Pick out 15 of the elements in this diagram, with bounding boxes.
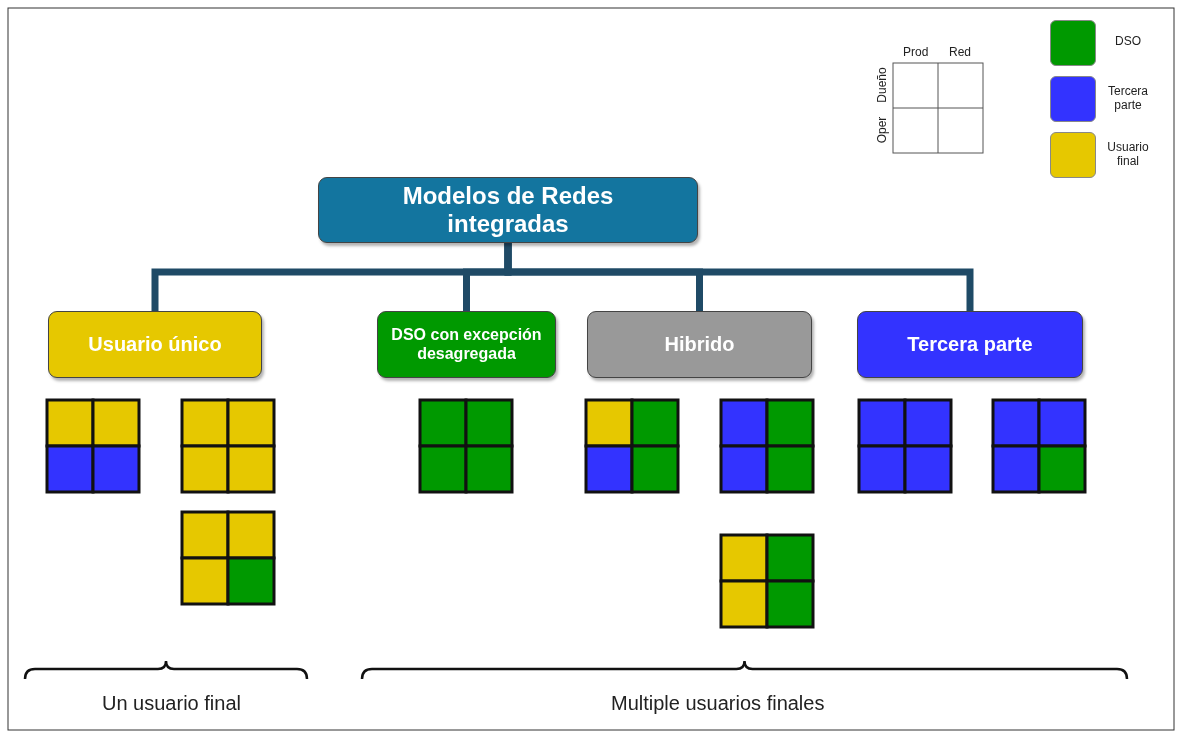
group-caption: Un usuario final	[102, 692, 241, 715]
axis-label: Oper	[875, 116, 889, 144]
legend-text: Tercera parte	[1107, 84, 1149, 112]
legend-text: DSO	[1114, 34, 1142, 48]
axis-label: Dueño	[875, 67, 889, 103]
category-box: Hibrido	[587, 311, 812, 378]
connector-line	[504, 243, 974, 311]
category-box: Tercera parte	[857, 311, 1083, 378]
category-box: Modelos de Redes integradas	[318, 177, 698, 243]
category-box: Usuario único	[48, 311, 262, 378]
axis-label: Red	[949, 45, 971, 59]
legend-text: Usuario final	[1106, 140, 1150, 168]
category-box: DSO con excepción desagregada	[377, 311, 556, 378]
group-caption: Multiple usuarios finales	[611, 692, 825, 715]
axis-label: Prod	[903, 45, 929, 59]
